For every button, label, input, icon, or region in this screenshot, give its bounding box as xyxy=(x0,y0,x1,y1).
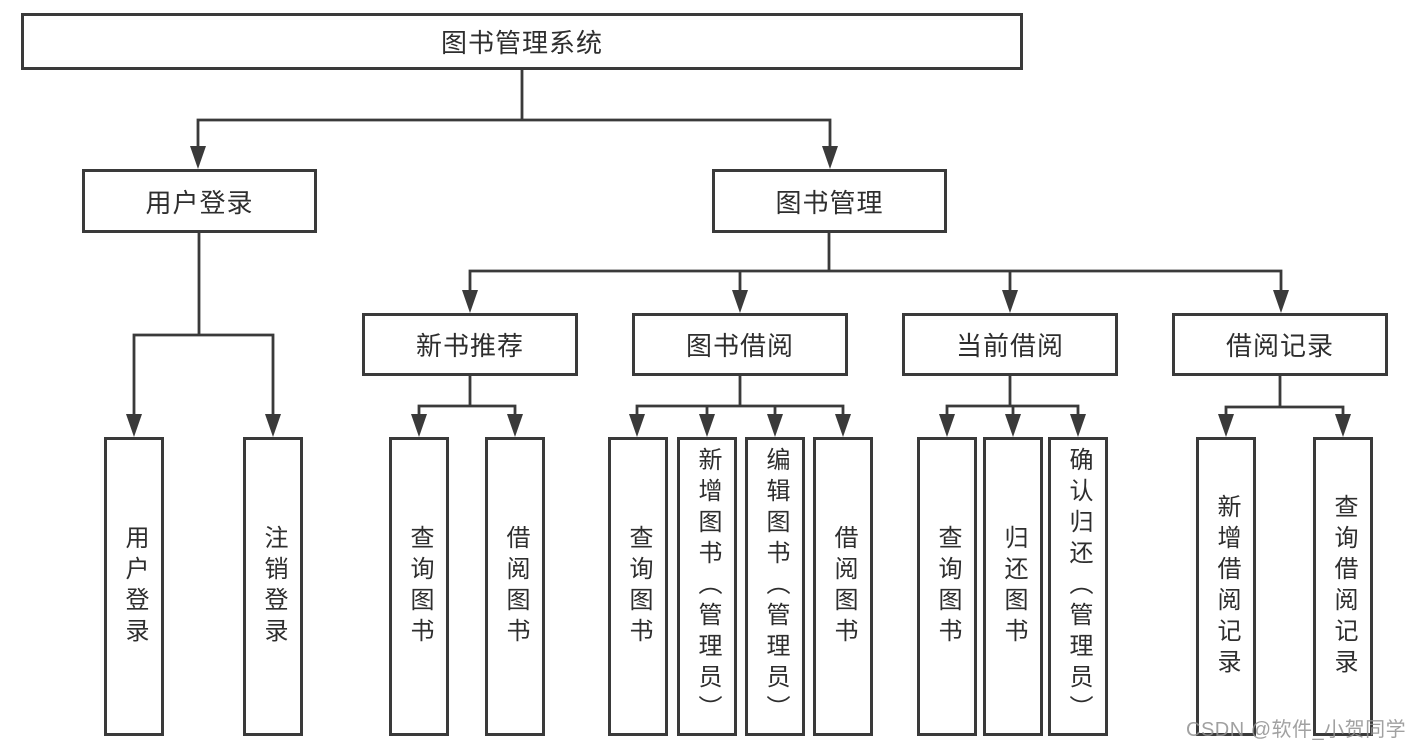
leaf-label: 归还图书 xyxy=(1000,524,1027,649)
leaf-logout: 注销登录 xyxy=(243,437,303,736)
leaf-return-books: 归还图书 xyxy=(983,437,1043,736)
leaf-label: 用户登录 xyxy=(121,524,148,649)
leaf-add-borrow-record: 新增借阅记录 xyxy=(1196,437,1256,736)
leaf-label: 查询借阅记录 xyxy=(1330,493,1357,680)
connector-current-borrow-to-leaves xyxy=(939,374,1086,437)
leaf-query-books-recommend: 查询图书 xyxy=(389,437,449,736)
node-label: 借阅记录 xyxy=(1225,331,1334,361)
leaf-borrow-books: 借阅图书 xyxy=(813,437,873,736)
leaf-confirm-return-admin: 确认归还（管理员） xyxy=(1048,437,1108,736)
leaf-borrow-books-recommend: 借阅图书 xyxy=(485,437,545,736)
leaf-label: 借阅图书 xyxy=(830,524,857,649)
node-current-borrowing: 当前借阅 xyxy=(902,313,1118,376)
leaf-label: 确认归还（管理员） xyxy=(1065,447,1092,726)
leaf-query-books-borrowing: 查询图书 xyxy=(608,437,668,736)
leaf-edit-books-admin: 编辑图书（管理员） xyxy=(745,437,805,736)
leaf-label: 查询图书 xyxy=(625,524,652,649)
leaf-user-login: 用户登录 xyxy=(104,437,164,736)
connector-book-management-to-sections xyxy=(462,231,1289,313)
connector-root-to-branches xyxy=(190,68,838,169)
leaf-query-borrow-record: 查询借阅记录 xyxy=(1313,437,1373,736)
node-borrowing-records: 借阅记录 xyxy=(1172,313,1388,376)
leaf-label: 借阅图书 xyxy=(502,524,529,649)
connector-user-login-to-leaves xyxy=(126,231,281,437)
node-label: 图书管理 xyxy=(775,187,884,218)
csdn-watermark: CSDN @软件_小贺同学 xyxy=(1186,719,1405,741)
node-label: 新书推荐 xyxy=(415,331,524,361)
node-label: 当前借阅 xyxy=(955,331,1064,361)
leaf-add-books-admin: 新增图书（管理员） xyxy=(677,437,737,736)
node-new-book-recommendation: 新书推荐 xyxy=(362,313,578,376)
connector-borrow-record-to-leaves xyxy=(1218,374,1351,437)
node-label: 图书借阅 xyxy=(685,331,794,361)
node-root-book-management-system: 图书管理系统 xyxy=(21,13,1023,70)
node-label: 图书管理系统 xyxy=(440,28,603,58)
node-label: 用户登录 xyxy=(145,187,254,218)
leaf-label: 编辑图书（管理员） xyxy=(762,447,789,726)
leaf-label: 新增借阅记录 xyxy=(1213,493,1240,680)
node-book-management: 图书管理 xyxy=(712,169,947,233)
connector-new-book-to-leaves xyxy=(411,374,523,437)
leaf-query-books-current: 查询图书 xyxy=(917,437,977,736)
connector-book-borrow-to-leaves xyxy=(629,374,851,437)
leaf-label: 新增图书（管理员） xyxy=(694,447,721,726)
node-book-borrowing: 图书借阅 xyxy=(632,313,848,376)
leaf-label: 查询图书 xyxy=(934,524,961,649)
leaf-label: 注销登录 xyxy=(260,524,287,649)
leaf-label: 查询图书 xyxy=(406,524,433,649)
node-user-login: 用户登录 xyxy=(82,169,317,233)
